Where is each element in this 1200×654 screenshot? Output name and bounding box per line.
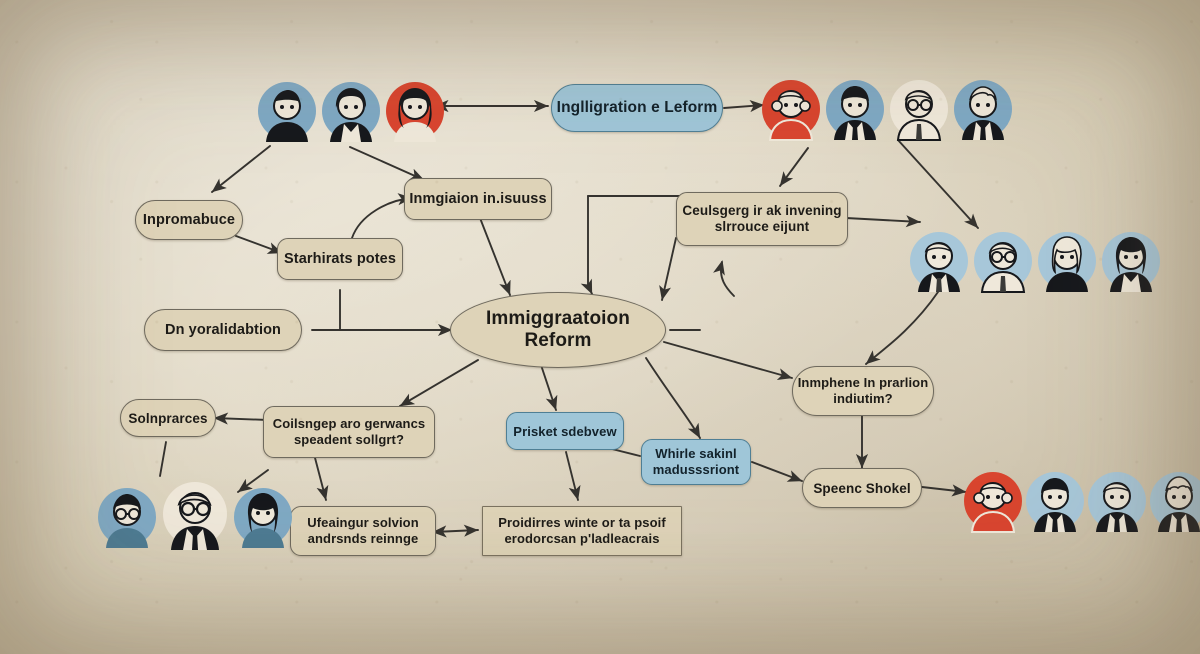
node-top-banner-label: Inglligration e Leform <box>556 99 718 116</box>
node-whirle-label-line2: madusssriont <box>652 462 740 477</box>
node-imm-issues[interactable]: Inmgiaion in.isuuss <box>404 178 552 220</box>
node-dn-yoralidabtion-label: Dn yoralidabtion <box>165 322 281 338</box>
node-inmphene-label-line1: Inmphene In prarlion <box>797 375 929 391</box>
node-ceulsgerg-label-line2: slrrouce eijunt <box>714 219 810 234</box>
node-speenc-shokel[interactable]: Speenc Shokel <box>802 468 922 508</box>
node-speenc-shokel-label: Speenc Shokel <box>813 480 911 496</box>
avatar <box>384 78 446 144</box>
avatar <box>972 228 1034 294</box>
node-center-label: Immiggraatoion Reform <box>486 308 630 351</box>
avatar <box>888 76 950 142</box>
avatar <box>158 478 232 554</box>
avatar-group-top-right <box>760 76 1014 142</box>
node-ufeaingur[interactable]: Ufeaingur solvion andrsnds reinnge <box>290 506 436 556</box>
node-proidirres-label-line1: Proidirres winte or ta psoif <box>498 515 666 531</box>
avatar <box>1086 468 1148 534</box>
node-dn-yoralidabtion[interactable]: Dn yoralidabtion <box>144 309 302 351</box>
avatar <box>1024 468 1086 534</box>
node-top-banner[interactable]: Inglligration e Leform <box>551 84 723 132</box>
node-whirle-label-line1: Whirle sakinl <box>655 446 737 462</box>
avatar-group-bottom-left <box>96 478 294 550</box>
node-starhirats[interactable]: Starhirats potes <box>277 238 403 280</box>
node-solnprarces-label: Solnprarces <box>128 410 208 426</box>
avatar <box>962 468 1024 534</box>
node-ufeaingur-label-line1: Ufeaingur solvion <box>307 515 419 531</box>
avatar-group-bottom-right <box>962 468 1200 534</box>
avatar <box>760 76 822 142</box>
node-coilsngep[interactable]: Coilsngep aro gerwancs speadent sollgrt? <box>263 406 435 458</box>
node-starhirats-label: Starhirats potes <box>284 251 396 267</box>
node-prisket[interactable]: Prisket sdebvew <box>506 412 624 450</box>
avatar <box>320 78 382 144</box>
avatar <box>1100 228 1162 294</box>
node-ceulsgerg-label-line1: Ceulsgerg ir ak invening <box>682 202 842 218</box>
avatar-group-right-middle <box>908 228 1162 294</box>
node-coilsngep-label-line1: Coilsngep aro gerwancs <box>272 416 426 432</box>
node-whirle[interactable]: Whirle sakinl madusssriont <box>641 439 751 485</box>
node-proidirres[interactable]: Proidirres winte or ta psoif erodorcsan … <box>482 506 682 556</box>
node-proidirres-label-line2: erodorcsan p'ladleacrais <box>504 531 660 546</box>
node-inmphene[interactable]: Inmphene In prarlion indiutim? <box>792 366 934 416</box>
node-inpromabuce-label: Inpromabuce <box>142 212 236 228</box>
avatar <box>256 78 318 144</box>
avatar <box>952 76 1014 142</box>
node-ceulsgerg[interactable]: Ceulsgerg ir ak invening slrrouce eijunt <box>676 192 848 246</box>
avatar <box>824 76 886 142</box>
node-imm-issues-label: Inmgiaion in.isuuss <box>409 191 547 207</box>
node-inmphene-label-line2: indiutim? <box>833 391 893 406</box>
avatar <box>1148 468 1200 534</box>
avatar <box>908 228 970 294</box>
node-prisket-label: Prisket sdebvew <box>513 423 617 439</box>
node-ufeaingur-label-line2: andrsnds reinnge <box>307 531 419 546</box>
avatar <box>96 484 158 550</box>
node-solnprarces[interactable]: Solnprarces <box>120 399 216 437</box>
node-center-immigration-reform[interactable]: Immiggraatoion Reform <box>450 292 666 368</box>
node-coilsngep-label-line2: speadent sollgrt? <box>293 432 405 447</box>
node-inpromabuce[interactable]: Inpromabuce <box>135 200 243 240</box>
avatar <box>1036 228 1098 294</box>
avatar <box>232 484 294 550</box>
avatar-group-top-left <box>256 78 446 144</box>
